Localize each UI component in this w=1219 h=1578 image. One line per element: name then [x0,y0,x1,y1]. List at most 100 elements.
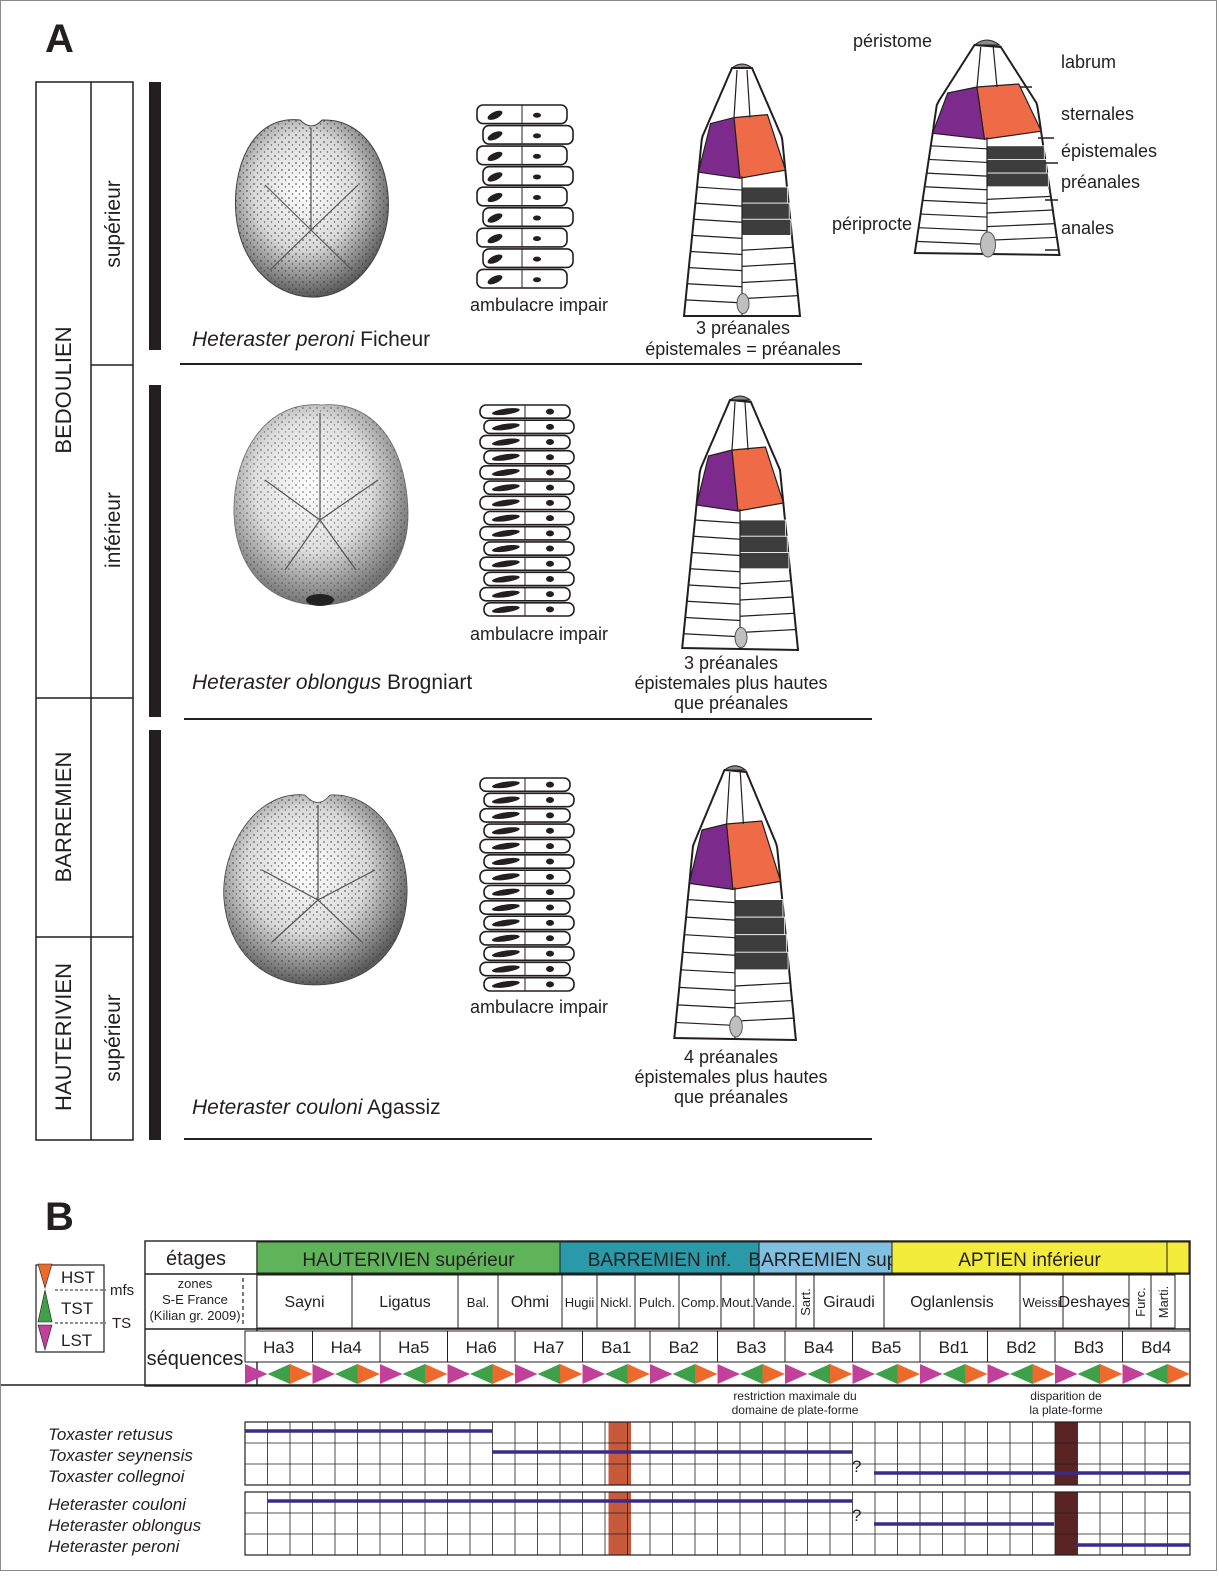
event-notes: restriction maximale du domaine de plate… [732,1389,1103,1417]
legend-label-epistemales: épistemales [1061,141,1157,161]
uncertain-marks: ? ? [852,1457,861,1525]
zone-label: Nickl. [600,1295,632,1310]
ambulacre-pore [533,277,541,282]
hst-triangle [695,1364,718,1384]
tst-triangle [605,1364,628,1384]
tst-triangle [1010,1364,1033,1384]
substage-label-superieur-bottom: supérieur [102,994,125,1082]
caption-oblongus-line3: que préanales [674,693,788,713]
caption-couloni-line3: que préanales [674,1087,788,1107]
ambulacre-pore [533,174,541,179]
zone-label: Hugii [565,1295,595,1310]
lst-triangle [583,1364,606,1384]
ambulacre-pore [546,797,554,803]
zone-label: Vande. [755,1295,795,1310]
ambulacre-pore [546,409,554,415]
row-label-zones-2: S-E France [162,1292,228,1307]
zone-label: Oglanlensis [910,1294,994,1311]
preanale-plate [740,520,786,536]
substage-label-inferieur: inférieur [102,492,125,568]
sternale-right [727,821,781,889]
sequence-label: Ba1 [601,1338,631,1357]
preanale-plate [735,917,785,935]
legend-label-periprocte: périprocte [832,214,912,234]
sequence-label: Bd4 [1141,1338,1171,1357]
hst-triangle [290,1364,313,1384]
stage-label: BARREMIEN inf. [588,1250,732,1271]
test-sketch-oblongus [234,405,408,606]
sternale-left [933,87,985,139]
sequence-label: Ba2 [669,1338,699,1357]
preanale-plate [735,900,783,918]
sequence-label: Ba5 [871,1338,901,1357]
ambulacre-pore [546,469,554,475]
tst-triangle [740,1364,763,1384]
stage-cells: HAUTERIVIEN supérieurBARREMIEN inf.BARRE… [257,1242,1189,1273]
sequence-label: Ha3 [263,1338,294,1357]
legend-label-sternales: sternales [1061,104,1134,124]
lst-triangle [515,1364,538,1384]
stage-label: BARREMIEN sup. [748,1250,902,1271]
taxon-toxaster-collegnoi: Toxaster collegnoi [48,1467,186,1486]
event-note-restriction-line1: restriction maximale du [733,1389,856,1403]
preanale-plate [742,187,788,203]
taxon-toxaster-seynensis: Toxaster seynensis [48,1446,193,1465]
range-bar-oblongus [149,385,161,717]
hst-triangle [1168,1364,1191,1384]
ambulacre-sketch-couloni [480,778,574,991]
legend-hst: HST [61,1268,95,1287]
panel-b-label: B [45,1195,74,1239]
uncertain-mark-toxaster: ? [852,1457,861,1476]
sternale-left [699,118,741,179]
row-label-zones-1: zones [178,1276,213,1291]
hst-triangle [898,1364,921,1384]
ambulacre-pore [546,951,554,957]
zone-label: Bal. [467,1295,489,1310]
legend-label-labrum: labrum [1061,52,1116,72]
legend-ts: TS [112,1315,131,1332]
ambulacre-pore [546,905,554,911]
hst-triangle [493,1364,516,1384]
legend-label-peristome: péristome [853,31,932,51]
preanale-plate [740,536,787,552]
event-band-disparition [1055,1422,1078,1485]
test-sketch-couloni [224,795,407,985]
tst-triangle [673,1364,696,1384]
peristome [975,40,1000,45]
event-note-restriction-line2: domaine de plate-forme [732,1403,859,1417]
sequence-label: Ba4 [804,1338,834,1357]
hst-triangle [965,1364,988,1384]
preanale-plate [987,146,1044,160]
periprocte [737,294,749,314]
periprocte [730,1016,743,1037]
row-label-zones-3: (Kilian gr. 2009) [149,1308,240,1323]
ambulacre-pore [546,561,554,567]
sternale-right [734,115,786,179]
stage-label: APTIEN inférieur [958,1250,1101,1271]
ambulacre-pore [546,439,554,445]
panel-a-label: A [45,17,74,61]
ambulacre-pore [533,113,541,118]
zone-label: Furc. [1133,1287,1148,1317]
hst-triangle [425,1364,448,1384]
sequence-label: Bd3 [1074,1338,1104,1357]
sequence-label: Bd1 [939,1338,969,1357]
ambulacre-pore [546,858,554,864]
taxa-labels: Toxaster retusus Toxaster seynensis Toxa… [48,1425,202,1556]
ambulacre-pore [546,782,554,788]
lst-triangle [380,1364,403,1384]
zone-cells: SayniLigatusBal.OhmiHugiiNickl.Pulch.Com… [257,1275,1175,1328]
ambulacre-pore [546,889,554,895]
lst-triangle [853,1364,876,1384]
plastron-diagram-couloni [674,766,796,1040]
sequence-label: Ha7 [533,1338,564,1357]
tst-triangle [470,1364,493,1384]
species-name-oblongus: Heteraster oblongus Brogniart [192,671,472,694]
species-name-peroni: Heteraster peroni Ficheur [192,328,430,351]
ambulacre-pore [546,546,554,552]
row-label-sequences: séquences [147,1348,244,1370]
hst-triangle [1033,1364,1056,1384]
plastron-diagram-peroni [684,64,800,316]
plastron-diagram-oblongus [682,396,798,650]
